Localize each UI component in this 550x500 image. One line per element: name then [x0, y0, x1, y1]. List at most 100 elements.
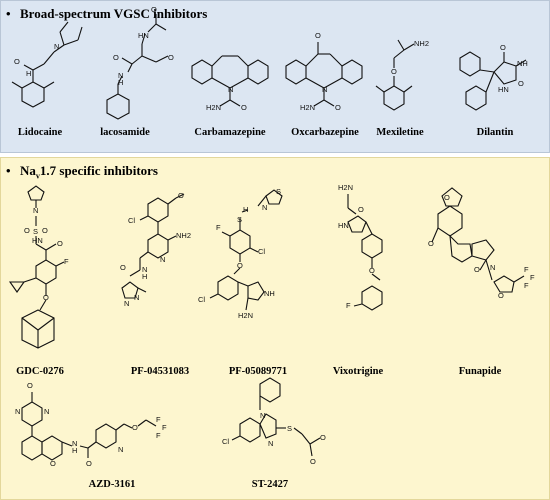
compound-label-carbamazepine: Carbamazepine [194, 127, 266, 138]
nav17-heading: •Nav1.7 specific inhibitors [6, 163, 158, 181]
compound-label-pf-05089771: PF-05089771 [228, 366, 288, 377]
compound-label-gdc-0276: GDC-0276 [16, 366, 64, 377]
vixotrigine-f-label: F [346, 301, 351, 310]
funapide-f-label: F [524, 265, 529, 274]
lacosamide-n-label: N [118, 71, 123, 80]
nav17-title-sub: v [35, 171, 40, 181]
azd-3161-n2-label: N [44, 407, 49, 416]
gdc-0276-o2-label: O [42, 226, 48, 235]
oxcarbazepine-nh2-label: H2N [300, 103, 315, 112]
lacosamide-hn-label: HN [138, 31, 149, 40]
lidocaine-h-label: H [26, 69, 31, 78]
pf-04531083-o-label: O [178, 191, 184, 200]
st-2427-s-label: S [287, 424, 292, 433]
compound-label-mexiletine: Mexiletine [376, 127, 424, 138]
pf-05089771-cl-label: Cl [258, 247, 265, 256]
compound-label-dilantin: Dilantin [476, 127, 514, 138]
gdc-0276-f-label: F [64, 257, 69, 266]
carbamazepine-n-label: N [228, 85, 233, 94]
vixotrigine-o2-label: O [369, 266, 375, 275]
mexiletine-nh2-label: NH2 [414, 39, 429, 48]
compound-label-vixotrigine: Vixotrigine [332, 366, 384, 377]
st-2427-o-label: O [320, 433, 326, 442]
mexiletine-o-label: O [391, 67, 397, 76]
azd-3161-o4-label: O [132, 423, 138, 432]
pf-05089771-n-label: N [262, 203, 267, 212]
funapide-f3-label: F [524, 281, 529, 290]
compound-label-st-2427: ST-2427 [251, 479, 289, 490]
azd-3161-f-label: F [156, 415, 161, 424]
pf-05089771-f-label: F [216, 223, 221, 232]
pf-04531083-n4-label: N [124, 299, 129, 308]
lacosamide-o-label: O [113, 53, 119, 62]
azd-3161-o2-label: O [50, 459, 56, 468]
carbamazepine-o-label: O [241, 103, 247, 112]
st-2427-n-label: N [260, 411, 265, 420]
oxcarbazepine-o2-label: O [335, 103, 341, 112]
lacosamide-o2-label: O [151, 5, 157, 14]
nav17-title-suffix: 1.7 specific inhibitors [39, 163, 158, 178]
oxcarbazepine-n-label: N [322, 85, 327, 94]
pf-05089771-o-label: O [237, 261, 243, 270]
oxcarbazepine-o-label: O [315, 31, 321, 40]
compound-label-pf-04531083: PF-04531083 [130, 366, 190, 377]
dilantin-o2-label: O [518, 79, 524, 88]
compound-label-oxcarbazepine: Oxcarbazepine [291, 127, 359, 138]
pf-04531083-o2-label: O [120, 263, 126, 272]
gdc-0276-hn-label: HN [32, 236, 43, 245]
pf-04531083-h-label: H [142, 272, 147, 281]
vixotrigine-o-label: O [358, 205, 364, 214]
azd-3161-f2-label: F [162, 423, 167, 432]
azd-3161-o-label: O [27, 381, 33, 390]
pf-05089771-s2-label: S [237, 215, 242, 224]
compound-label-funapide: Funapide [458, 366, 502, 377]
dilantin-o-label: O [500, 43, 506, 52]
dilantin-hn-label: HN [498, 85, 509, 94]
azd-3161-n4-label: N [118, 445, 123, 454]
pf-04531083-n-label: N [160, 255, 165, 264]
dilantin-nh-label: NH [517, 59, 528, 68]
bullet-icon: • [6, 6, 11, 21]
azd-3161-h-label: H [72, 446, 77, 455]
pf-04531083-nh2-label: NH2 [176, 231, 191, 240]
gdc-0276-n-label: N [33, 206, 38, 215]
nav17-title-prefix: Na [20, 163, 36, 178]
lacosamide-o3-label: O [168, 53, 174, 62]
azd-3161-n-label: N [15, 407, 20, 416]
gdc-0276-o3-label: O [57, 239, 63, 248]
funapide-n-label: N [490, 263, 495, 272]
lidocaine-n-label: N [54, 42, 59, 51]
funapide-o3-label: O [474, 265, 480, 274]
azd-3161-o3-label: O [86, 459, 92, 468]
funapide-o-label: O [444, 193, 450, 202]
broad-spectrum-title: Broad-spectrum VGSC inhibitors [20, 6, 208, 21]
compound-label-lacosamide: lacosamide [100, 127, 150, 138]
nav17-specific-panel [0, 157, 550, 500]
compound-label-lidocaine: Lidocaine [17, 127, 63, 138]
vixotrigine-h2n-label: H2N [338, 183, 353, 192]
gdc-0276-o-label: O [24, 226, 30, 235]
vixotrigine-hn-label: HN [338, 221, 349, 230]
lidocaine-o-label: O [14, 57, 20, 66]
gdc-0276-s-label: S [33, 227, 38, 236]
pf-05089771-s-label: S [276, 187, 281, 196]
funapide-o4-label: O [498, 291, 504, 300]
pf-05089771-h2n-label: H2N [238, 311, 253, 320]
pf-04531083-n2-label: N [142, 265, 147, 274]
pf-05089771-cl2-label: Cl [198, 295, 205, 304]
pf-04531083-cl-label: Cl [128, 216, 135, 225]
pf-05089771-h-label: H [243, 205, 248, 214]
broad-spectrum-panel [0, 0, 550, 153]
broad-spectrum-heading: • Broad-spectrum VGSC inhibitors [6, 6, 207, 22]
azd-3161-f3-label: F [156, 431, 161, 440]
